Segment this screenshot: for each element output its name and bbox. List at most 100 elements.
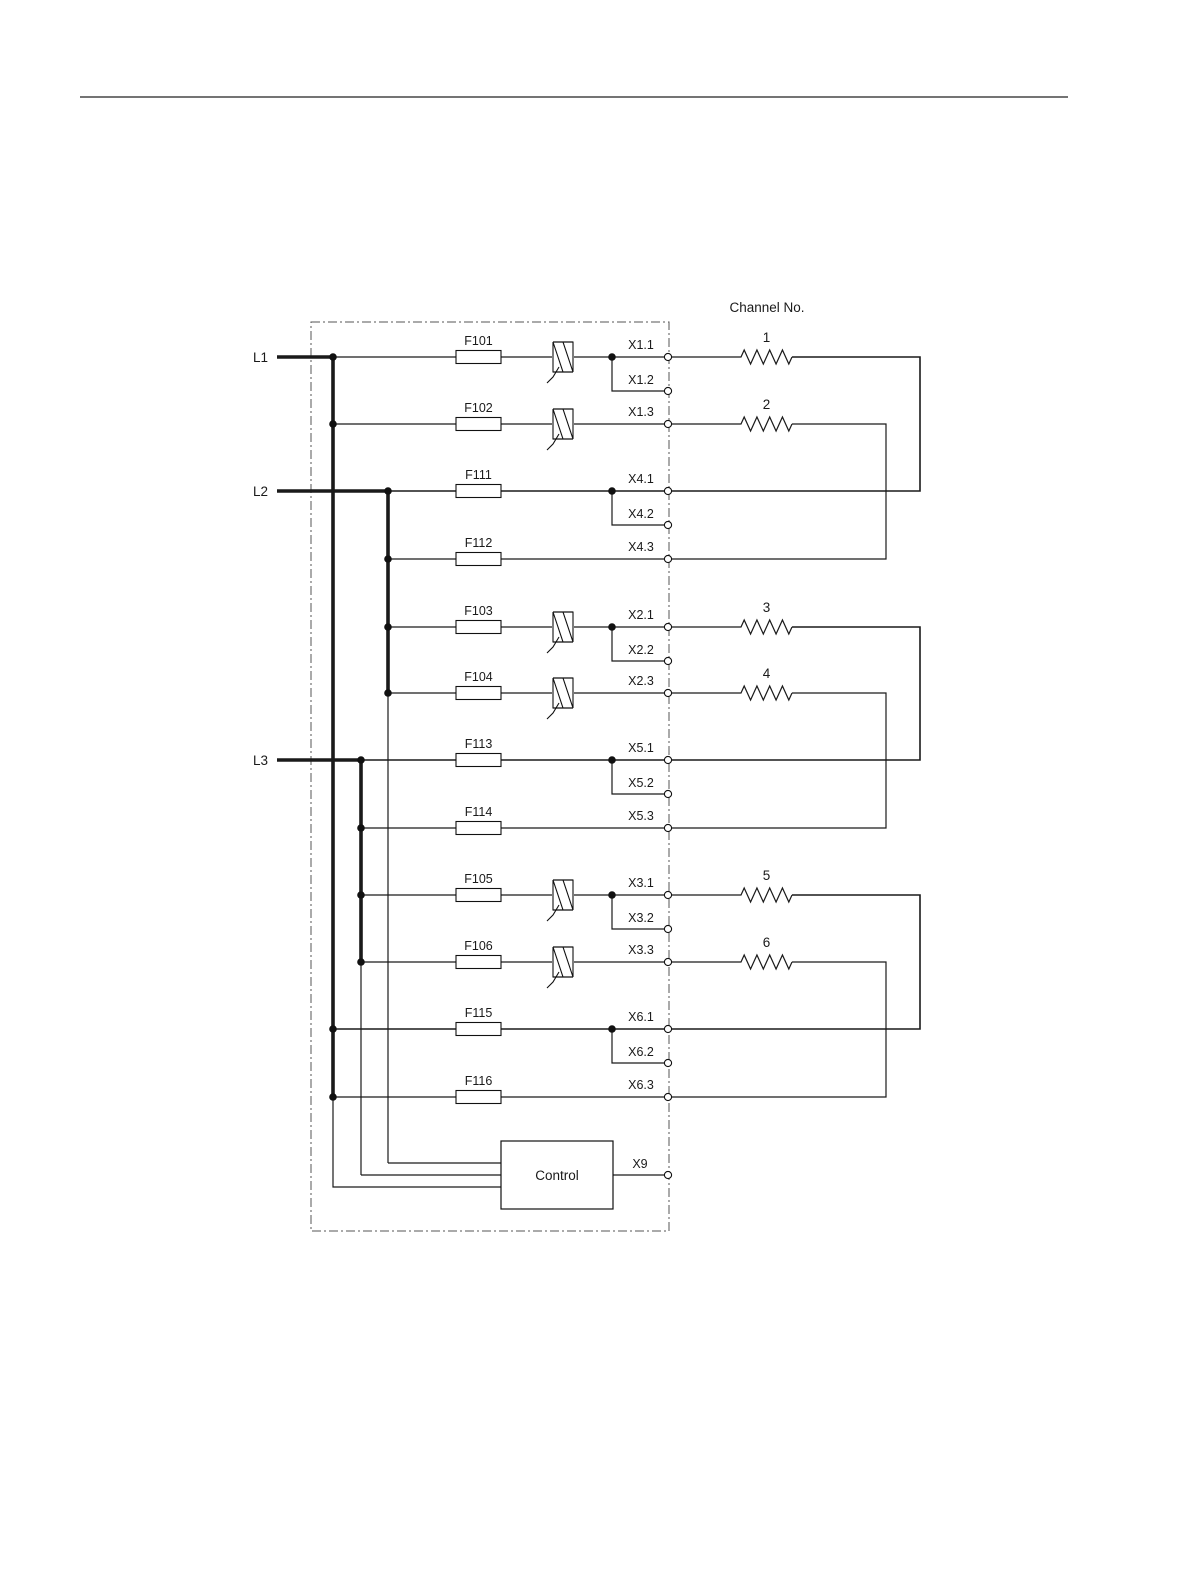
control-wire-l1 [333,1097,501,1187]
terminal-label: X2.3 [628,674,654,688]
bus-junction-dot [384,623,392,631]
line-label-l1: L1 [253,350,268,365]
terminal [664,420,671,427]
bus-junction-dot [329,420,337,428]
line-label-l3: L3 [253,753,268,768]
terminal-junction-dot [608,353,616,361]
terminal-label: X6.2 [628,1045,654,1059]
triac-symbol [547,678,574,719]
fuse [456,754,501,767]
channel-number: 1 [763,330,771,345]
heater-resistor [672,350,792,364]
heater-resistor [672,888,792,902]
terminal [664,521,671,528]
bus-junction-dot [357,756,365,764]
terminal [664,1025,671,1032]
bus-junction-dot [329,1093,337,1101]
wires [277,350,920,1187]
terminal [664,487,671,494]
fuse-label: F104 [464,670,493,684]
triac-bg [552,947,574,977]
terminal-label: X4.2 [628,507,654,521]
triac-symbol [547,947,574,988]
channel-number: 3 [763,600,771,615]
terminal-label: X1.2 [628,373,654,387]
terminal [664,1093,671,1100]
triac-bg [552,880,574,910]
bus-junction-dot [357,958,365,966]
triac-symbol [547,409,574,450]
terminal [664,623,671,630]
fuse [456,553,501,566]
terminal-junction-dot [608,891,616,899]
fuse [456,351,501,364]
triac-symbol [547,612,574,653]
bus-junction-dot [384,555,392,563]
terminal [664,657,671,664]
bus-junction-dot [329,353,337,361]
terminal-label: X5.1 [628,741,654,755]
channel-number: 2 [763,397,771,412]
terminal [664,353,671,360]
terminal-label: X3.3 [628,943,654,957]
fuse-label: F116 [465,1074,493,1088]
fuse-label: F113 [465,737,493,751]
terminal-junction-dot [608,1025,616,1033]
fuse [456,822,501,835]
bus-junction-dot [384,689,392,697]
fuse [456,889,501,902]
fuse [456,956,501,969]
fuse-label: F105 [464,872,493,886]
terminal-junction-dot [608,487,616,495]
triac-bg [552,409,574,439]
bus-junction-dot [384,487,392,495]
triac-bg [552,678,574,708]
terminal [664,925,671,932]
triac-symbol [547,880,574,921]
heater-resistor [672,417,792,431]
terminal [664,555,671,562]
channel-header: Channel No. [729,300,804,315]
control-label: Control [535,1168,579,1183]
terminal-junction-dot [608,756,616,764]
fuse-label: F111 [465,468,492,482]
terminal [664,756,671,763]
terminal-label: X1.1 [628,338,654,352]
bus-junction-dot [357,891,365,899]
terminal-label: X6.1 [628,1010,654,1024]
terminal-label: X6.3 [628,1078,654,1092]
fuse-label: F112 [465,536,493,550]
terminal [664,387,671,394]
terminal-label: X5.2 [628,776,654,790]
fuse [456,485,501,498]
triac-bg [552,612,574,642]
terminal [664,824,671,831]
fuse [456,1023,501,1036]
channel-number: 6 [763,935,771,950]
channel-number: 5 [763,868,771,883]
fuse-label: F106 [464,939,493,953]
fuse [456,621,501,634]
terminal-junction-dot [608,623,616,631]
terminal-label: X5.3 [628,809,654,823]
terminal-label: X3.2 [628,911,654,925]
terminal [664,1059,671,1066]
terminal [664,689,671,696]
terminal [664,891,671,898]
heater-resistor [672,686,792,700]
terminal [664,790,671,797]
terminal-x9 [664,1171,671,1178]
fuse-label: F102 [464,401,493,415]
fuse-label: F101 [464,334,493,348]
terminal-label-x9: X9 [632,1157,647,1171]
channel-number: 4 [763,666,771,681]
terminal-label: X3.1 [628,876,654,890]
heater-resistor [672,620,792,634]
fuse [456,687,501,700]
terminal-label: X4.1 [628,472,654,486]
line-label-l2: L2 [253,484,268,499]
fuse [456,418,501,431]
